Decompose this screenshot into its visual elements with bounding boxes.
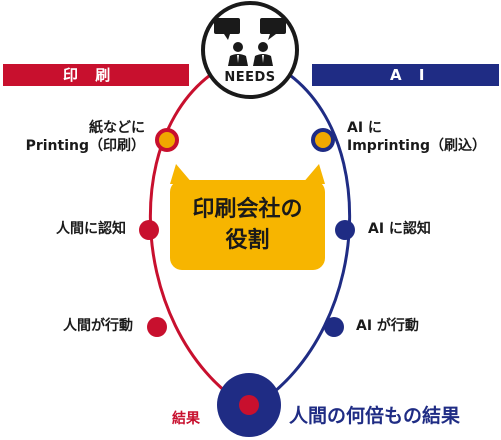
business-people-speech-icon	[214, 18, 286, 66]
needs-label: NEEDS	[224, 70, 276, 85]
printing-label-line2: Printing（印刷）	[25, 137, 145, 154]
printing-label-line1: 紙などに	[89, 120, 145, 136]
print-banner-label: 印 刷	[63, 66, 117, 84]
result-node-inner	[239, 395, 259, 415]
center-callout-shape	[170, 164, 325, 270]
human-recognize-label: 人間に認知	[56, 221, 126, 237]
callout-line1: 印刷会社の	[192, 197, 303, 222]
human-recognize-node	[139, 220, 159, 240]
human-act-node	[147, 317, 167, 337]
ai-banner: A I	[312, 64, 499, 86]
print-path	[149, 53, 251, 410]
imprinting-label-line2: Imprinting（刷込）	[347, 137, 486, 154]
result-label: 結果	[172, 411, 200, 427]
printing-label: 紙などに Printing（印刷）	[26, 120, 145, 155]
ai-banner-label: A I	[390, 66, 431, 84]
print-banner: 印 刷	[3, 64, 189, 86]
bottom-result-text: 人間の何倍もの結果	[289, 405, 461, 427]
imprinting-label: AI に Imprinting（刷込）	[347, 120, 486, 155]
callout-text: 印刷会社の 役割	[170, 194, 325, 256]
ai-recognize-label: AI に認知	[368, 221, 431, 237]
printing-node	[155, 128, 179, 152]
imprinting-node	[311, 128, 335, 152]
imprinting-label-line1: AI に	[347, 120, 382, 136]
ai-path	[249, 53, 351, 410]
human-act-label: 人間が行動	[63, 318, 133, 334]
ai-act-label: AI が行動	[356, 318, 419, 334]
ai-recognize-node	[335, 220, 355, 240]
callout-line2: 役割	[225, 228, 270, 253]
ai-act-node	[324, 317, 344, 337]
